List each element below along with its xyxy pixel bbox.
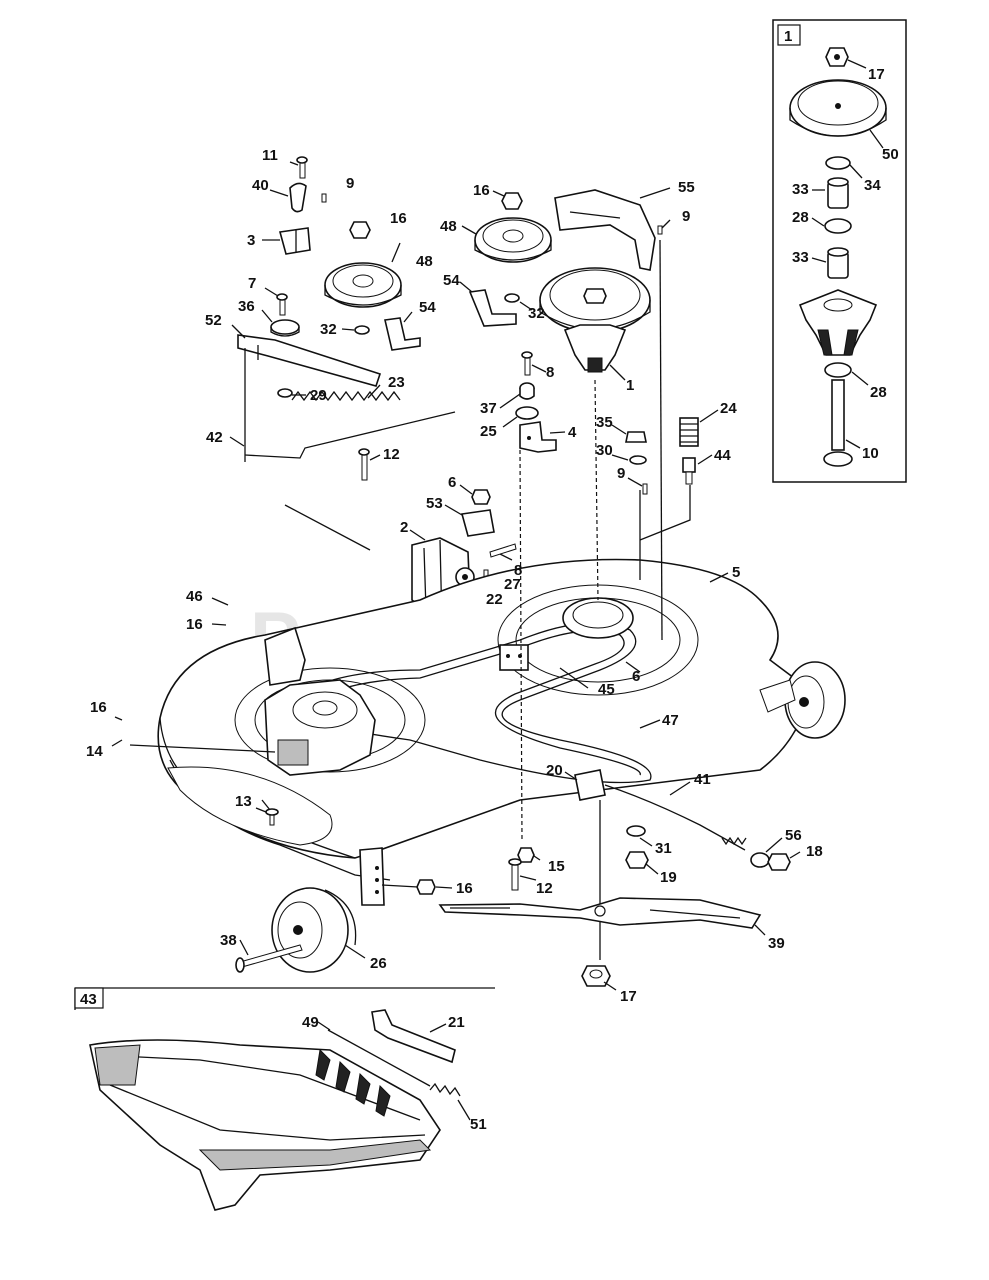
callout-22: 22 xyxy=(486,591,503,608)
callout-4: 4 xyxy=(568,424,577,441)
callout-3: 3 xyxy=(247,232,255,249)
callout-10: 10 xyxy=(862,445,879,462)
callout-12: 12 xyxy=(383,446,400,463)
callout-56: 56 xyxy=(785,827,802,844)
callout-2: 2 xyxy=(400,519,408,536)
callout-13: 13 xyxy=(235,793,252,810)
callout-50: 50 xyxy=(882,146,899,163)
callout-6: 6 xyxy=(448,474,456,491)
callout-27: 27 xyxy=(504,576,521,593)
callout-25: 25 xyxy=(480,423,497,440)
callout-51: 51 xyxy=(470,1116,487,1133)
callout-8: 8 xyxy=(546,364,554,381)
callout-17: 17 xyxy=(620,988,637,1005)
callout-labels: 17 50 33 34 28 33 28 10 11 40 9 3 16 48 … xyxy=(86,66,899,1133)
callout-20: 20 xyxy=(546,762,563,779)
callout-41: 41 xyxy=(694,771,711,788)
idler-pulley-group xyxy=(459,187,671,453)
callout-36: 36 xyxy=(238,298,255,315)
callout-49: 49 xyxy=(302,1014,319,1031)
callout-17: 17 xyxy=(868,66,885,83)
callout-8: 8 xyxy=(514,562,522,579)
callout-45: 45 xyxy=(598,681,615,698)
callout-37: 37 xyxy=(480,400,497,417)
callout-32: 32 xyxy=(320,321,337,338)
callout-35: 35 xyxy=(596,414,613,431)
callout-14: 14 xyxy=(86,743,103,760)
callout-54: 54 xyxy=(443,272,460,289)
callout-46: 46 xyxy=(186,588,203,605)
callout-7: 7 xyxy=(248,275,256,292)
inset-discharge-chute: 43 xyxy=(74,987,495,1211)
mower-deck xyxy=(111,239,846,906)
adjust-rod-group xyxy=(564,769,801,960)
callout-31: 31 xyxy=(655,840,672,857)
callout-15: 15 xyxy=(548,858,565,875)
callout-38: 38 xyxy=(220,932,237,949)
callout-48: 48 xyxy=(416,253,433,270)
callout-9: 9 xyxy=(617,465,625,482)
callout-33: 33 xyxy=(792,249,809,266)
callout-11: 11 xyxy=(262,147,278,164)
callout-40: 40 xyxy=(252,177,269,194)
callout-28: 28 xyxy=(870,384,887,401)
callout-29: 29 xyxy=(310,387,327,404)
inset-label: 1 xyxy=(784,28,792,45)
callout-30: 30 xyxy=(596,442,613,459)
callout-42: 42 xyxy=(206,429,223,446)
idler-arm-group xyxy=(229,156,456,481)
callout-52: 52 xyxy=(205,312,222,329)
callout-1: 1 xyxy=(626,377,634,394)
callout-6: 6 xyxy=(632,668,640,685)
callout-18: 18 xyxy=(806,843,823,860)
callout-16: 16 xyxy=(186,616,203,633)
callout-16: 16 xyxy=(390,210,407,227)
callout-26: 26 xyxy=(370,955,387,972)
callout-19: 19 xyxy=(660,869,677,886)
callout-32: 32 xyxy=(528,305,545,322)
inset-label: 43 xyxy=(80,991,97,1008)
callout-24: 24 xyxy=(720,400,737,417)
blade-and-wheel-group xyxy=(235,807,766,991)
callout-44: 44 xyxy=(714,447,731,464)
callout-12: 12 xyxy=(536,880,553,897)
callout-48: 48 xyxy=(440,218,457,235)
callout-5: 5 xyxy=(732,564,740,581)
callout-34: 34 xyxy=(864,177,881,194)
callout-39: 39 xyxy=(768,935,785,952)
inset-spindle-assembly: 1 xyxy=(772,19,907,483)
callout-16: 16 xyxy=(90,699,107,716)
callout-16: 16 xyxy=(473,182,490,199)
callout-33: 33 xyxy=(792,181,809,198)
fitting-group xyxy=(611,409,719,541)
callout-28: 28 xyxy=(792,209,809,226)
callout-21: 21 xyxy=(448,1014,465,1031)
callout-23: 23 xyxy=(388,374,405,391)
callout-47: 47 xyxy=(662,712,679,729)
callout-55: 55 xyxy=(678,179,695,196)
callout-9: 9 xyxy=(682,208,690,225)
callout-54: 54 xyxy=(419,299,436,316)
callout-16: 16 xyxy=(456,880,473,897)
callout-9: 9 xyxy=(346,175,354,192)
callout-53: 53 xyxy=(426,495,443,512)
